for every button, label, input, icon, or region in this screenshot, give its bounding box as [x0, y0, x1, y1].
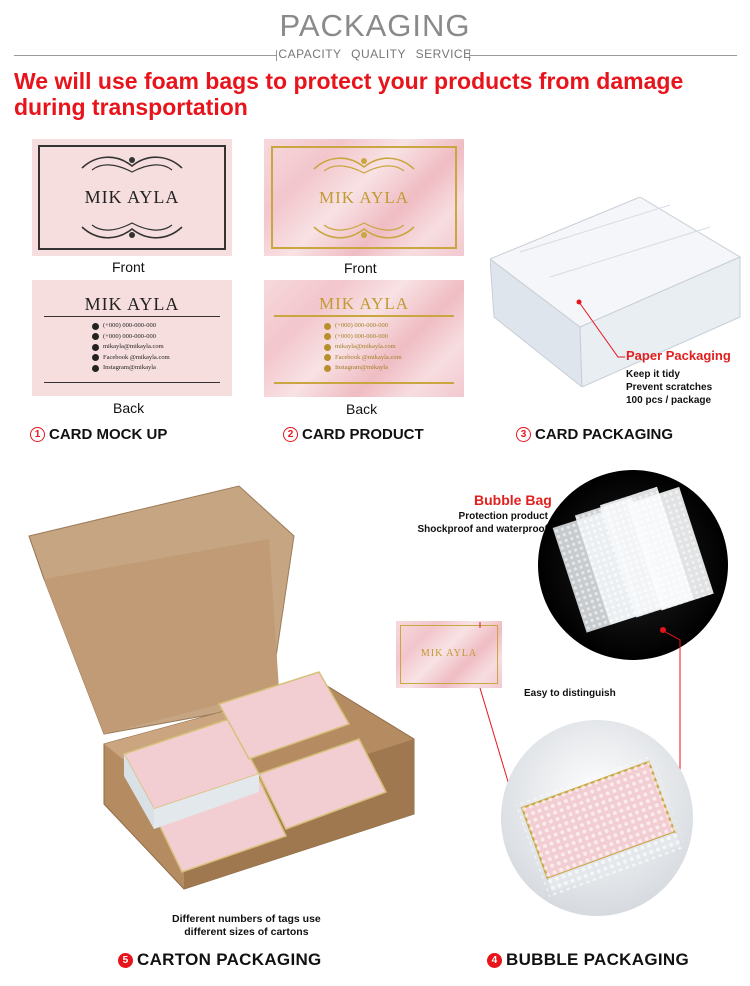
card-frame — [38, 145, 226, 250]
contact-facebook: Facebook @mikayla.com — [92, 353, 170, 364]
card-brand-name: MIK AYLA — [84, 187, 180, 207]
carton-box-image — [28, 485, 415, 890]
flourish-bottom-icon — [81, 222, 183, 239]
paper-packaging-title: Paper Packaging — [626, 348, 731, 363]
step-number-badge: 1 — [30, 427, 45, 442]
section-card-product: 2 CARD PRODUCT — [283, 426, 424, 443]
bubble-note-1: Protection product — [458, 511, 548, 522]
step-number-badge: 4 — [487, 952, 502, 968]
section-label-text: BUBBLE PACKAGING — [506, 950, 689, 969]
contact-email-gold: mikayla@mikayla.com — [324, 342, 402, 353]
section-label-text: CARD PACKAGING — [535, 426, 674, 443]
header-subtitle: CAPACITY QUALITY SERVICE — [278, 47, 472, 61]
small-card-frame — [400, 625, 498, 684]
carton-note-line-1: Different numbers of tags use — [172, 913, 321, 925]
carton-note-line-2: different sizes of cartons — [184, 926, 309, 938]
step-number-badge: 5 — [118, 952, 133, 968]
banner-line-2: during transportation — [14, 94, 248, 120]
section-label-text: CARTON PACKAGING — [137, 950, 322, 969]
contact-email: mikayla@mikayla.com — [92, 342, 170, 353]
product-front-caption: Front — [344, 260, 377, 276]
bubble-bag-title: Bubble Bag — [474, 492, 552, 508]
contact-phone-2: (+000) 000-000-000 — [92, 332, 170, 343]
header-divider-tick-left — [276, 50, 277, 61]
header-divider-right — [469, 55, 737, 56]
product-back-card: MIK AYLA (+000) 000-000-000 (+000) 000-0… — [264, 280, 464, 397]
small-card-brand: MIK AYLA — [420, 648, 478, 659]
step-number-badge: 2 — [283, 427, 298, 442]
section-bubble-packaging: 4 BUBBLE PACKAGING — [487, 950, 689, 970]
bubble-bag-photo — [538, 470, 728, 660]
contact-list-gold: (+000) 000-000-000 (+000) 000-000-000 mi… — [324, 321, 402, 374]
page-title: PACKAGING — [279, 8, 471, 43]
paper-note-2: Prevent scratches — [626, 382, 713, 393]
bubble-wrapped-card-photo — [501, 720, 693, 916]
banner-line-1: We will use foam bags to protect your pr… — [14, 68, 684, 94]
bubble-bag-notes: Protection product Shockproof and waterp… — [403, 510, 548, 536]
mockup-back-card: MIK AYLA (+000) 000-000-000 (+000) 000-0… — [32, 280, 232, 396]
section-label-text: CARD MOCK UP — [49, 426, 168, 443]
small-card-sample: MIK AYLA — [396, 621, 502, 688]
header-divider-left — [14, 55, 276, 56]
paper-packaging-notes: Keep it tidy Prevent scratches 100 pcs /… — [626, 368, 712, 407]
header-divider-tick-right — [469, 50, 470, 61]
paper-note-1: Keep it tidy — [626, 369, 680, 380]
product-front-card: MIK AYLA — [264, 139, 464, 256]
carton-note: Different numbers of tags use different … — [172, 913, 321, 939]
contact-instagram: Instagram@mikayla — [92, 363, 170, 374]
contact-phone-2-gold: (+000) 000-000-000 — [324, 332, 402, 343]
paper-package-image — [490, 197, 742, 387]
step-number-badge: 3 — [516, 427, 531, 442]
section-label-text: CARD PRODUCT — [302, 426, 424, 443]
card-back-brand-name: MIK AYLA — [84, 294, 180, 314]
mockup-front-card: MIK AYLA — [32, 139, 232, 256]
gold-flourish-bottom-icon — [313, 222, 415, 239]
section-card-mockup: 1 CARD MOCK UP — [30, 426, 167, 443]
card-back-gold-divider-top — [274, 315, 454, 317]
section-card-packaging: 3 CARD PACKAGING — [516, 426, 673, 443]
card-back-brand-name-gold: MIK AYLA — [318, 294, 410, 313]
card-back-divider-bottom — [44, 382, 220, 383]
section-carton-packaging: 5 CARTON PACKAGING — [118, 950, 322, 970]
contact-phone-1: (+000) 000-000-000 — [92, 321, 170, 332]
card-back-gold-divider-bottom — [274, 382, 454, 384]
banner-text: We will use foam bags to protect your pr… — [14, 68, 744, 120]
gold-flourish-top-icon — [313, 157, 415, 174]
card-back-divider-top — [44, 316, 220, 317]
bubble-note-2: Shockproof and waterproof — [417, 524, 548, 535]
contact-facebook-gold: Facebook @mikayla.com — [324, 353, 402, 364]
contact-instagram-gold: Instagram@mikayla — [324, 363, 402, 374]
mockup-back-caption: Back — [113, 400, 145, 416]
flourish-top-icon — [81, 156, 183, 173]
card-stacks — [122, 671, 388, 873]
contact-phone-1-gold: (+000) 000-000-000 — [324, 321, 402, 332]
paper-note-3: 100 pcs / package — [626, 395, 712, 406]
card-gold-frame — [271, 146, 457, 249]
easy-distinguish-note: Easy to distinguish — [524, 688, 616, 699]
card-brand-name-gold: MIK AYLA — [318, 188, 410, 207]
product-back-caption: Back — [346, 401, 378, 417]
contact-list: (+000) 000-000-000 (+000) 000-000-000 mi… — [92, 321, 170, 374]
mockup-front-caption: Front — [112, 259, 145, 275]
